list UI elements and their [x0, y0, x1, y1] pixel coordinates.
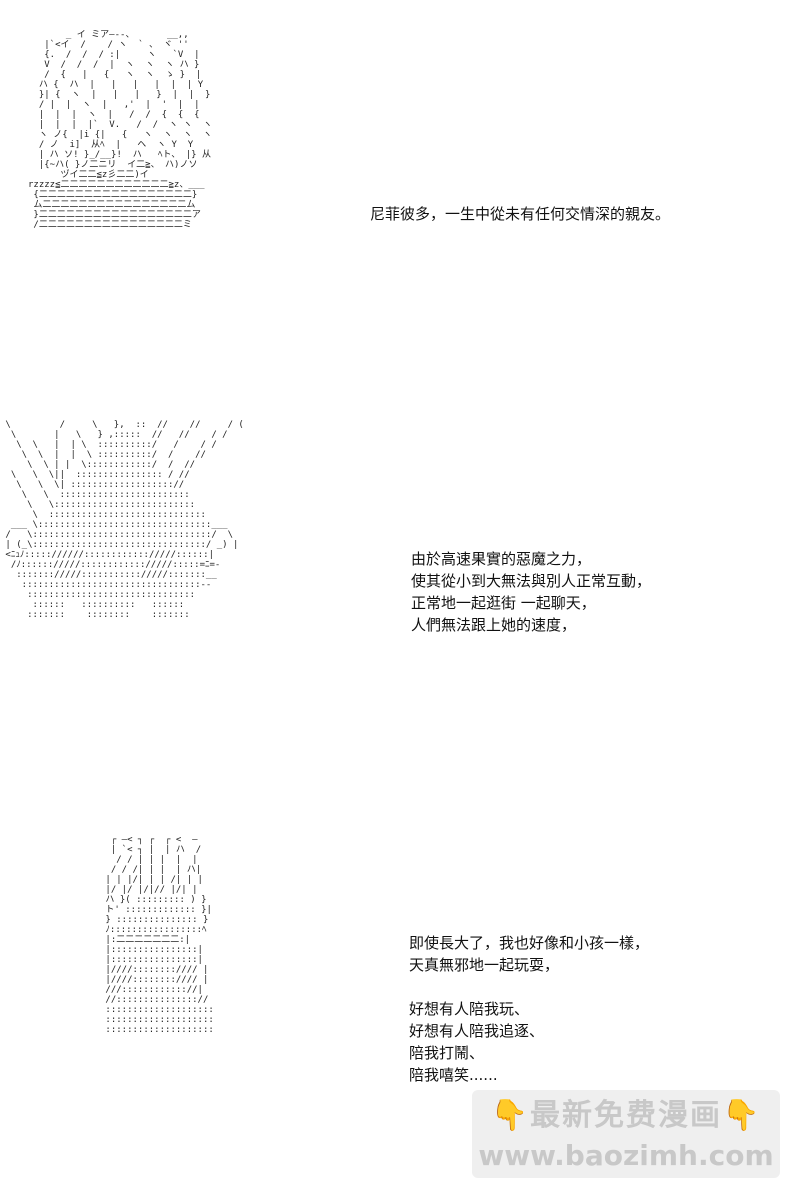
- caption-line: 即使長大了，我也好像和小孩一樣，: [409, 934, 650, 952]
- caption-line: 陪我打鬧、: [409, 1044, 485, 1062]
- caption-line: 正常地一起逛街 一起聊天，: [411, 594, 596, 612]
- caption-line: 人們無法跟上她的速度，: [411, 616, 577, 634]
- caption-wishes: 即使長大了，我也好像和小孩一樣， 天真無邪地一起玩耍， 好想有人陪我玩、 好想有…: [409, 932, 649, 1086]
- caption-line: 尼菲彼多，一生中從未有任何交情深的親友。: [370, 205, 671, 223]
- pointing-down-hand-icon: 👇: [722, 1098, 762, 1133]
- watermark-url: www.baozimh.com: [478, 1139, 774, 1172]
- caption-spacer: [409, 976, 649, 998]
- watermark-banner: 👇最新免费漫画👇 www.baozimh.com: [472, 1090, 780, 1178]
- watermark-title: 最新免费漫画: [530, 1098, 722, 1133]
- ascii-art-stage-figure: _ イ ミア―--、 __,, |`<イ / / ヽ ` 、 ヾ '' {. /…: [28, 30, 213, 230]
- caption-line: 使其從小到大無法與別人正常互動，: [411, 572, 652, 590]
- pointing-down-hand-icon: 👇: [490, 1098, 530, 1133]
- ascii-art-speed-aura-figure: \ / \ }, :: // // / ( \ | \ } ,::::: // …: [5, 420, 244, 620]
- caption-line: 好想有人陪我追逐、: [409, 1022, 545, 1040]
- caption-line: 好想有人陪我玩、: [409, 1000, 530, 1018]
- caption-line: 天真無邪地一起玩耍，: [409, 956, 560, 974]
- caption-intro: 尼菲彼多，一生中從未有任何交情深的親友。: [370, 203, 670, 225]
- caption-line: 陪我嘻笑......: [409, 1066, 498, 1084]
- ascii-art-child-figure: ┌ ―< ┐ ┌ ┌ < ― | `< ┐ | | ハ / / / | | | …: [105, 835, 214, 1035]
- watermark-title-row: 👇最新免费漫画👇: [472, 1096, 780, 1136]
- caption-devil-fruit: 由於高速果實的惡魔之力， 使其從小到大無法與別人正常互動， 正常地一起逛街 一起…: [411, 548, 651, 636]
- caption-line: 由於高速果實的惡魔之力，: [411, 550, 592, 568]
